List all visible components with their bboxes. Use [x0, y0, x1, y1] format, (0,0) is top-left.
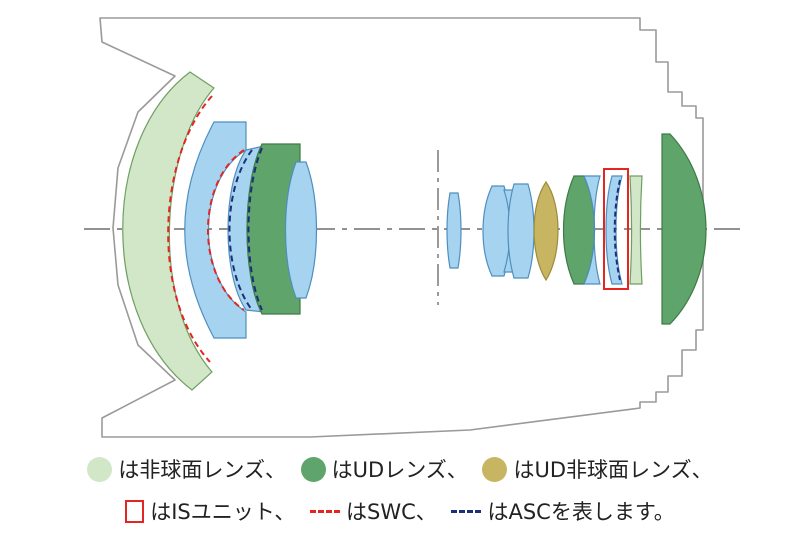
legend-label: はASCを表します。: [487, 499, 675, 524]
lens-element-9: [507, 183, 535, 279]
asc-coating-2: [247, 147, 263, 311]
swc-coating-1: [167, 95, 213, 363]
legend-item-asc: はASCを表します。: [449, 496, 675, 527]
asc-swatch: [451, 510, 482, 513]
ud-swatch: [300, 457, 326, 482]
lens-element-14-aspherical: [629, 175, 643, 285]
legend-label: はSWC、: [346, 499, 437, 524]
legend-label: はUDレンズ、: [331, 457, 468, 482]
lens-element-10-ud-aspherical: [533, 180, 559, 282]
lens-element-15-ud: [661, 133, 707, 325]
legend-item-aspherical: は非球面レンズ、: [87, 454, 286, 485]
swc-coating-2: [207, 149, 245, 311]
lens-element-4-ud: [246, 143, 301, 315]
legend-label: はISユニット、: [150, 499, 296, 524]
swc-swatch: [310, 510, 341, 513]
lens-element-5: [284, 161, 318, 299]
is-unit-swatch: [125, 500, 145, 523]
aspherical-swatch: [87, 457, 113, 482]
lens-element-6: [446, 192, 462, 269]
lens-element-12: [583, 175, 601, 285]
legend-label: はUD非球面レンズ、: [513, 457, 713, 482]
legend-item-ud: はUDレンズ、: [300, 454, 468, 485]
legend-item-is-unit: はISユニット、: [125, 496, 295, 527]
legend-item-ud-aspherical: はUD非球面レンズ、: [482, 454, 713, 485]
legend-label: は非球面レンズ、: [118, 457, 286, 482]
ud-aspherical-swatch: [482, 457, 508, 482]
legend-row-1: は非球面レンズ、 はUDレンズ、 はUD非球面レンズ、: [0, 453, 800, 485]
legend-row-2: はISユニット、 はSWC、 はASCを表します。: [0, 495, 800, 527]
asc-coating-1: [228, 149, 253, 311]
lens-barrel-outline: [99, 17, 704, 438]
legend-item-swc: はSWC、: [308, 496, 437, 527]
asc-coating-3: [613, 179, 621, 281]
is-unit-frame: [603, 168, 629, 290]
